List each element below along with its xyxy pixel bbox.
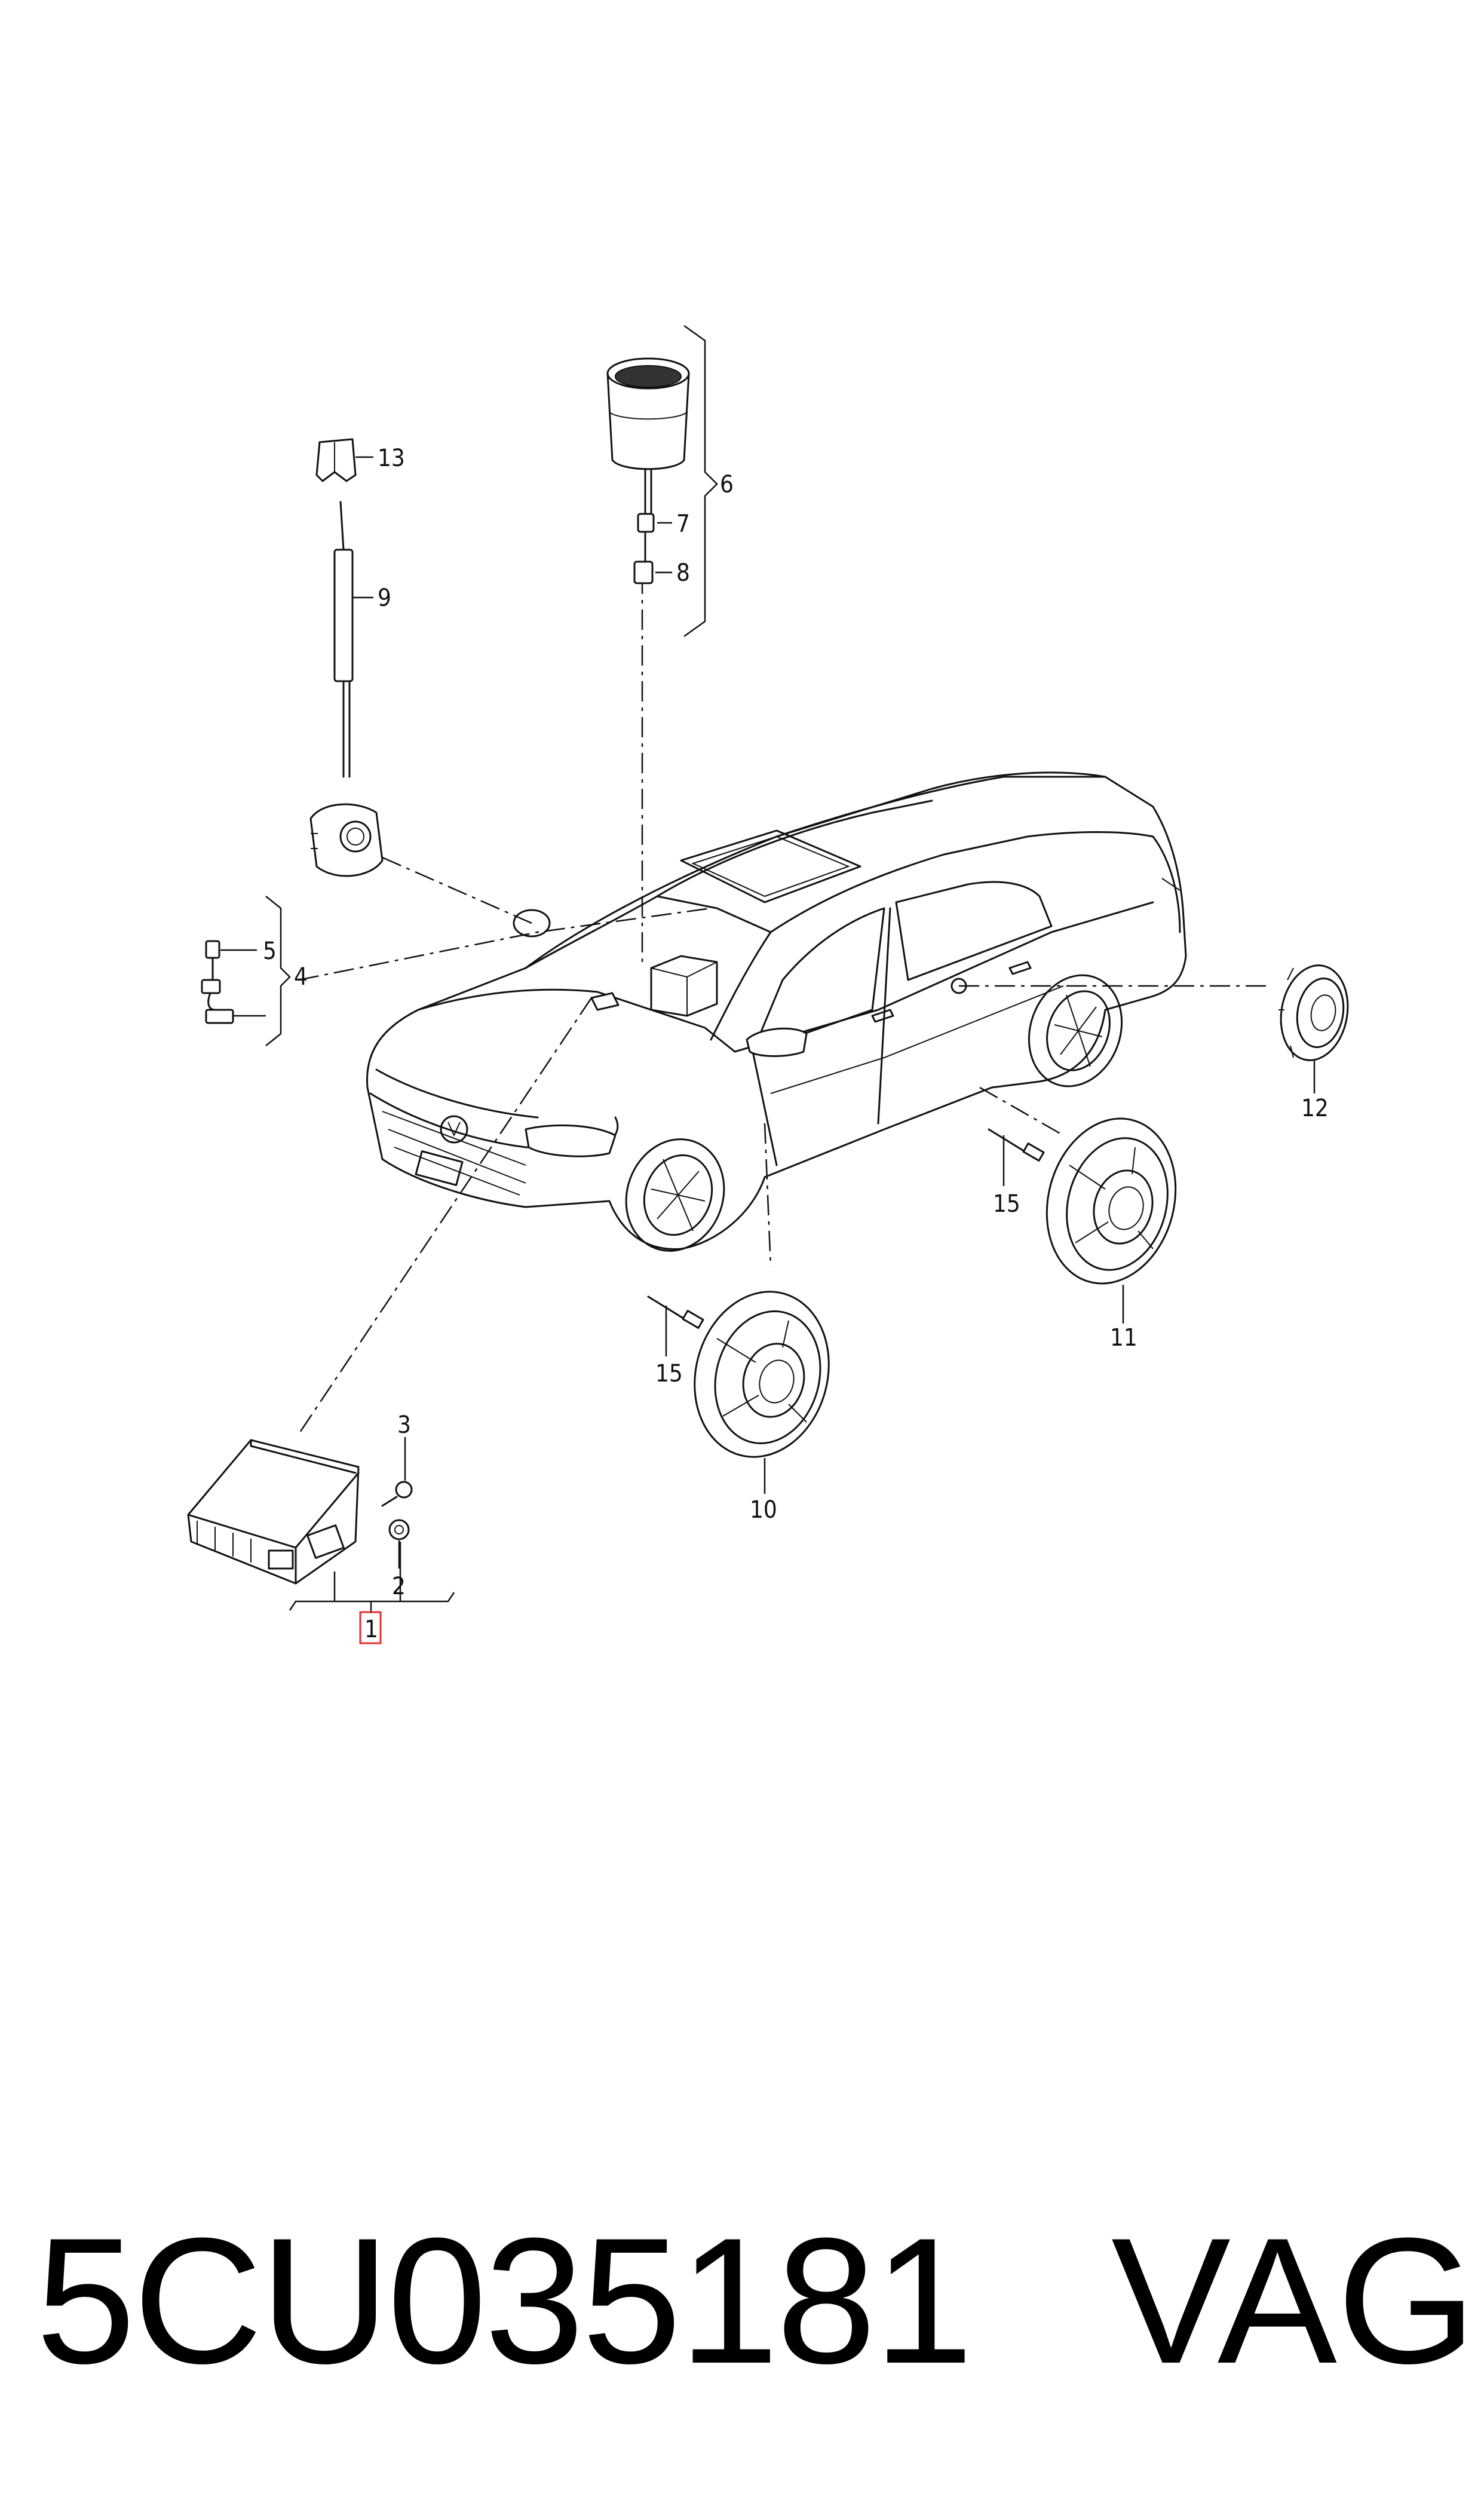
callout-15-upper: 15 <box>993 1190 1020 1218</box>
callout-11: 11 <box>1110 1324 1137 1352</box>
part-4-5-harness-assembly <box>201 940 234 1024</box>
brackets <box>265 324 718 1046</box>
part-10-speaker <box>647 1291 830 1458</box>
part-12-speaker <box>1278 964 1349 1061</box>
callout-12: 12 <box>1301 1095 1329 1122</box>
part-9-13-antenna-assembly <box>309 438 384 877</box>
callout-5: 5 <box>263 938 277 965</box>
callout-8: 8 <box>676 559 690 587</box>
callout-2: 2 <box>392 1573 406 1600</box>
callout-labels: 13 9 6 7 8 5 4 12 15 11 15 10 3 2 1 <box>263 445 1329 1644</box>
callout-9: 9 <box>378 584 391 612</box>
callout-15-lower: 15 <box>655 1360 683 1387</box>
callout-1: 1 <box>364 1616 378 1643</box>
callout-10: 10 <box>750 1496 777 1524</box>
callout-7: 7 <box>676 510 690 538</box>
part-number-caption: 5CU035181 <box>36 2200 973 2401</box>
leader-lines <box>298 574 1267 1435</box>
callout-6: 6 <box>720 471 734 498</box>
part-1-2-3-control-unit <box>187 1439 455 1613</box>
callout-leaders <box>220 456 1316 1569</box>
callout-13: 13 <box>378 445 405 472</box>
part-6-7-8-subwoofer-assembly <box>606 357 690 584</box>
callout-3: 3 <box>397 1411 411 1439</box>
brand-caption: VAG <box>1111 2200 1477 2401</box>
car-illustration <box>366 771 1187 1252</box>
callout-4: 4 <box>294 963 308 991</box>
callout-1-highlight-box <box>359 1611 382 1644</box>
part-11-speaker <box>988 1117 1177 1285</box>
